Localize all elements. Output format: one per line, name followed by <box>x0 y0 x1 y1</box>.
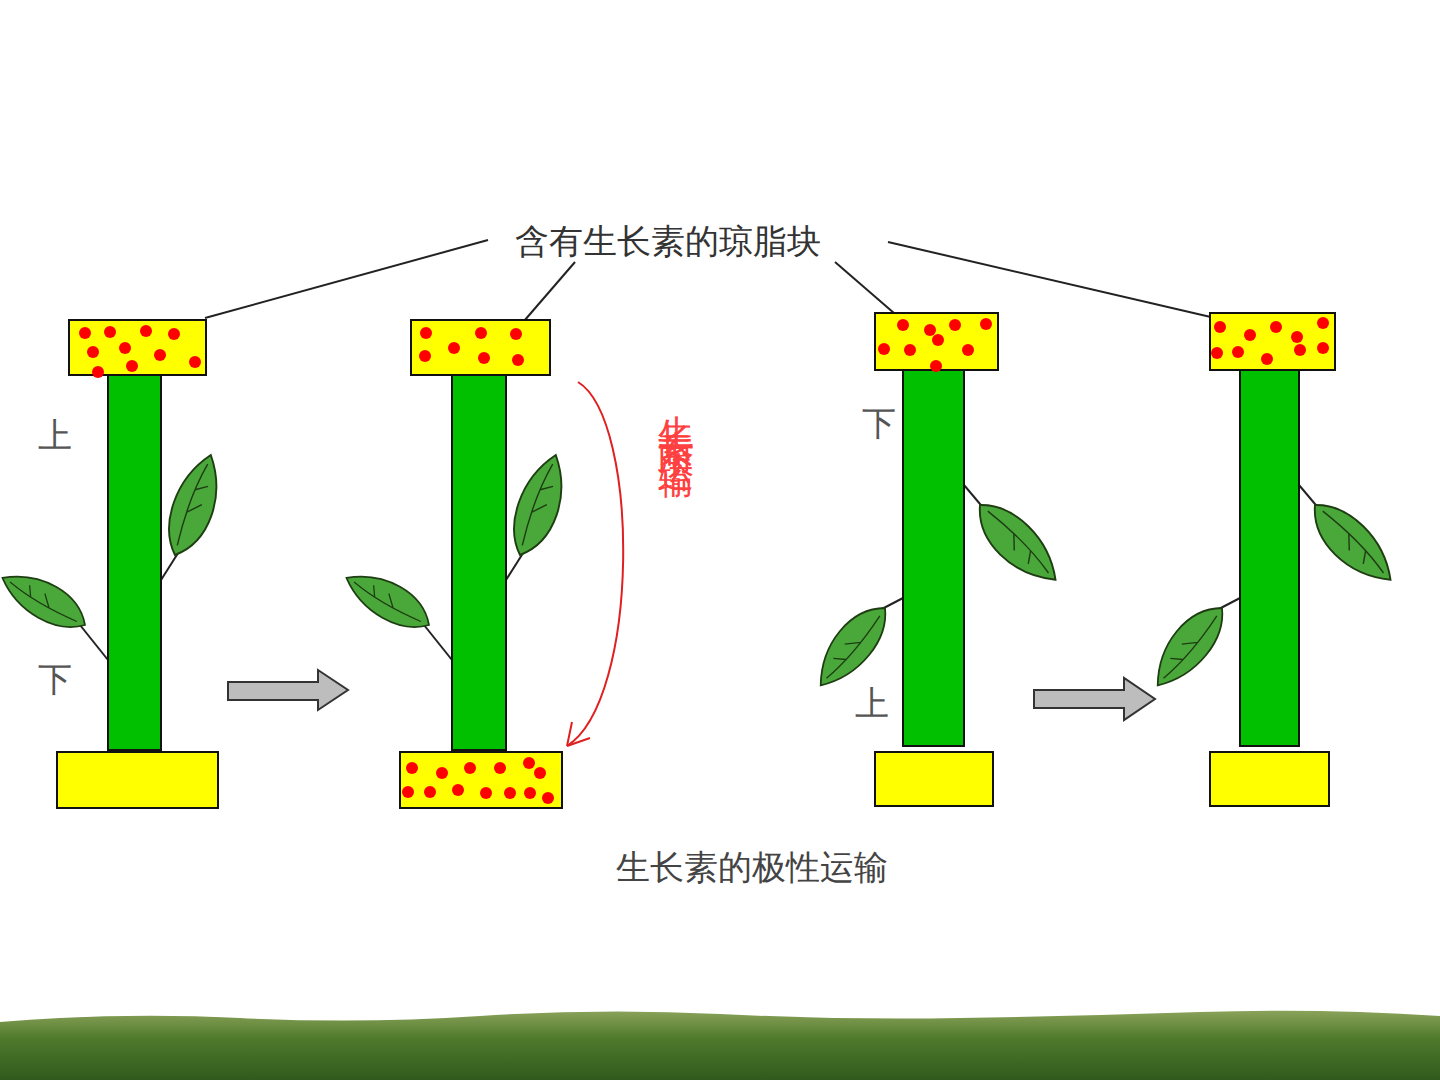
auxin-dot <box>92 366 104 378</box>
leader-line <box>205 240 488 318</box>
auxin-dot <box>140 325 152 337</box>
auxin-dot <box>478 352 490 364</box>
transport-note: 生长素向下运输 <box>658 386 694 442</box>
auxin-dot <box>119 342 131 354</box>
auxin-dot <box>420 327 432 339</box>
auxin-dot <box>897 319 909 331</box>
auxin-dot <box>189 356 201 368</box>
auxin-dot <box>1291 331 1303 343</box>
auxin-dot <box>1214 321 1226 333</box>
auxin-dot <box>980 318 992 330</box>
callout-label: 含有生长素的琼脂块 <box>515 224 821 258</box>
auxin-dot <box>904 344 916 356</box>
auxin-dot <box>1211 347 1223 359</box>
auxin-dot <box>1232 346 1244 358</box>
auxin-dot <box>419 350 431 362</box>
auxin-dot <box>930 360 942 372</box>
direction-label: 下 <box>38 662 72 696</box>
plant-inverted-after <box>1138 313 1398 806</box>
auxin-dot <box>480 787 492 799</box>
direction-label: 上 <box>38 418 72 452</box>
step-arrow <box>228 670 348 710</box>
auxin-dot <box>79 327 91 339</box>
auxin-dot <box>1294 344 1306 356</box>
auxin-dot <box>154 349 166 361</box>
auxin-dot <box>1244 329 1256 341</box>
plant-upright-after <box>341 320 584 808</box>
auxin-dot <box>402 786 414 798</box>
auxin-dot <box>475 327 487 339</box>
auxin-dot <box>932 334 944 346</box>
auxin-dot <box>1261 353 1273 365</box>
leader-line <box>518 262 575 328</box>
leader-line <box>835 262 902 320</box>
figure-caption: 生长素的极性运输 <box>616 850 888 884</box>
auxin-dot <box>168 328 180 340</box>
transport-arrow <box>567 382 623 746</box>
auxin-dot <box>504 787 516 799</box>
auxin-dot <box>126 360 138 372</box>
auxin-dot <box>524 787 536 799</box>
leader-line <box>888 242 1215 318</box>
auxin-dot <box>1270 321 1282 333</box>
auxin-dots <box>79 317 1329 804</box>
auxin-dot <box>512 354 524 366</box>
step-arrow <box>1034 678 1155 720</box>
auxin-dot <box>949 319 961 331</box>
auxin-dot <box>436 767 448 779</box>
auxin-dot <box>878 343 890 355</box>
auxin-dot <box>87 346 99 358</box>
auxin-dot <box>924 324 936 336</box>
auxin-dot <box>523 757 535 769</box>
auxin-dot <box>448 342 460 354</box>
auxin-dot <box>406 762 418 774</box>
auxin-dot <box>494 762 506 774</box>
plant-upright-before <box>0 320 239 808</box>
plant-inverted-before <box>801 313 1063 806</box>
direction-label: 下 <box>862 406 896 440</box>
auxin-dot <box>464 762 476 774</box>
auxin-dot <box>542 792 554 804</box>
auxin-dot <box>1317 317 1329 329</box>
auxin-dot <box>534 767 546 779</box>
time-arrows <box>228 670 1155 720</box>
auxin-dot <box>1317 342 1329 354</box>
auxin-dot <box>452 784 464 796</box>
auxin-dot <box>962 344 974 356</box>
auxin-dot <box>424 786 436 798</box>
direction-label: 上 <box>855 686 889 720</box>
grass-band <box>0 1011 1440 1080</box>
auxin-dot <box>510 328 522 340</box>
auxin-dot <box>104 326 116 338</box>
